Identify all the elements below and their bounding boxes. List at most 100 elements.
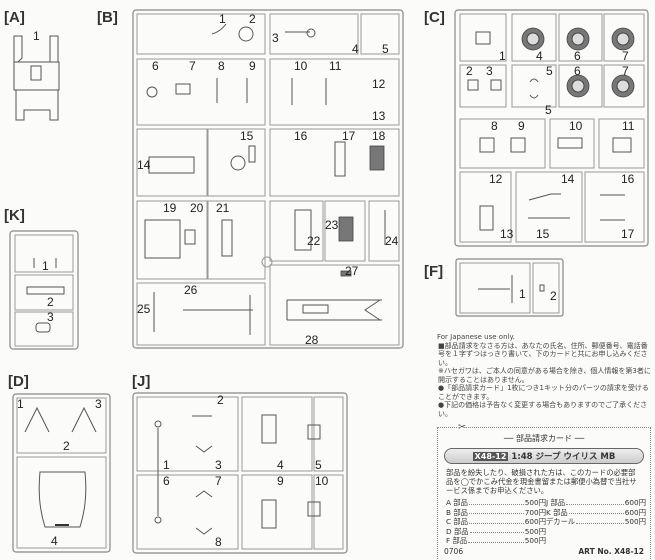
part-number: 9 xyxy=(518,119,525,133)
print-code: 0706 xyxy=(444,546,464,556)
part-number: 1 xyxy=(219,12,226,26)
part-number: 6 xyxy=(163,474,170,488)
part-number: 26 xyxy=(184,283,198,297)
sprue-label: [K] xyxy=(4,207,25,224)
part-number: 3 xyxy=(95,397,102,411)
price-row: C 部品 600円 xyxy=(446,517,546,527)
parts-shapes xyxy=(144,23,386,335)
sprue-label: [A] xyxy=(4,9,25,26)
parts-request-card: ✂ ── 部品請求カード ── X48-12 1:48 ジープ ウイリス MB … xyxy=(437,422,651,559)
part-numbers: 1 2 3 4 5 6 7 8 9 10 11 12 13 14 15 16 1… xyxy=(137,12,399,347)
scissors-icon: ✂ xyxy=(458,422,467,433)
note-line: ■部品請求をなさる方は、あなたの氏名、住所、郵便番号、電話番号を１字ずつはっきり… xyxy=(438,341,648,367)
kit-name: 1:48 ジープ ウイリス MB xyxy=(511,452,616,462)
part-number: 11 xyxy=(622,119,635,133)
japan-only-note: For Japanese use only. xyxy=(437,333,515,341)
price-part: J 部品 xyxy=(546,498,566,507)
parts-request-section: For Japanese use only. ■部品請求をなさる方は、あなたの氏… xyxy=(437,333,652,559)
sprue-cells xyxy=(136,13,400,346)
price-part: B 部品 xyxy=(446,507,468,517)
part-number: 2 xyxy=(466,64,473,78)
card-footer: 0706 ART No. X48-12 xyxy=(438,546,650,557)
part-number: 12 xyxy=(372,77,386,91)
part-number: 16 xyxy=(621,172,635,186)
part-number: 25 xyxy=(137,302,151,316)
part-number: 4 xyxy=(277,458,284,472)
part-number: 1 xyxy=(42,259,49,273)
body-tub-part xyxy=(13,35,60,121)
part-number: 2 xyxy=(47,295,54,309)
part-number: 24 xyxy=(385,234,399,248)
art-number: ART No. X48-12 xyxy=(578,546,644,556)
kit-code: X48-12 xyxy=(472,451,509,461)
part-number: 14 xyxy=(561,172,575,186)
price-part: F 部品 xyxy=(446,536,468,545)
part-number: 5 xyxy=(315,458,322,472)
part-number: 4 xyxy=(51,534,58,548)
part-number: 8 xyxy=(218,59,225,73)
card-title: ── 部品請求カード ── xyxy=(503,434,585,443)
part-number: 17 xyxy=(621,227,635,241)
part-number: 18 xyxy=(372,129,386,143)
part-number: 22 xyxy=(307,234,321,248)
sprue-label: [B] xyxy=(97,9,118,26)
part-number: 1 xyxy=(17,397,24,411)
part-number: 2 xyxy=(217,393,224,407)
part-number: 5 xyxy=(382,42,389,56)
wheel-parts xyxy=(467,27,635,231)
part-number: 17 xyxy=(342,129,356,143)
part-numbers: 1 4 6 7 2 3 5 6 7 5 8 9 10 11 12 14 16 1… xyxy=(466,49,635,241)
sprue-label: [J] xyxy=(132,373,150,390)
part-number: 19 xyxy=(163,201,177,215)
sprue-label: [F] xyxy=(424,263,443,280)
part-number: 10 xyxy=(569,119,583,133)
part-number: 15 xyxy=(240,129,254,143)
price-part: A 部品 xyxy=(446,498,468,507)
part-number: 2 xyxy=(550,289,557,303)
part-number: 6 xyxy=(574,49,581,63)
part-number: 7 xyxy=(215,474,222,488)
part-number: 10 xyxy=(294,59,308,73)
part-number: 11 xyxy=(329,59,342,73)
part-number: 20 xyxy=(190,201,204,215)
part-number: 8 xyxy=(491,119,498,133)
part-number: 7 xyxy=(622,64,629,78)
part-number: 12 xyxy=(489,172,503,186)
price-value: 600円 xyxy=(624,498,646,507)
price-row: J 部品 600円 xyxy=(546,498,646,508)
note-line: ●「部品請求カード」1枚につき1キット分のパーツの請求を受けることができます。 xyxy=(438,384,649,401)
part-number: 9 xyxy=(249,59,256,73)
part-number: 3 xyxy=(486,64,493,78)
part-number: 10 xyxy=(315,474,329,488)
part-number: 14 xyxy=(137,158,151,172)
part-number: 2 xyxy=(63,439,70,453)
part-number: 6 xyxy=(574,64,581,78)
part-number: 4 xyxy=(536,49,543,63)
sprue-k: [K] 1 2 3 xyxy=(4,207,79,350)
price-part: デカール xyxy=(546,517,576,526)
part-number: 1 xyxy=(163,458,170,472)
price-value: 500円 xyxy=(524,526,546,536)
parts-request-notes: For Japanese use only. ■部品請求をなさる方は、あなたの氏… xyxy=(437,333,652,418)
price-value: 500円 xyxy=(524,498,546,507)
note-line: ※ハセガワは、ご本人の同意がある場合を除き、個人情報を第3者に開示することはあり… xyxy=(438,367,651,384)
card-instructions: 部品を紛失したり、破損された方は、このカードの必要部品を◯でかこみ代金を現金書留… xyxy=(446,468,637,495)
part-number: 3 xyxy=(47,310,54,324)
part-number: 16 xyxy=(294,129,308,143)
part-number: 7 xyxy=(622,49,629,63)
part-number: 1 xyxy=(33,29,40,43)
part-number: 2 xyxy=(249,12,256,26)
note-line: ●下記の価格は予告なく変更する場合もありますのでご了承ください。 xyxy=(438,401,648,418)
price-value: 600円 xyxy=(524,517,546,526)
part-number: 9 xyxy=(277,474,284,488)
sprue-a: [A] 1 xyxy=(4,9,60,121)
part-number: 7 xyxy=(189,59,196,73)
kit-banner: X48-12 1:48 ジープ ウイリス MB xyxy=(444,448,644,464)
price-part: C 部品 xyxy=(446,517,469,526)
